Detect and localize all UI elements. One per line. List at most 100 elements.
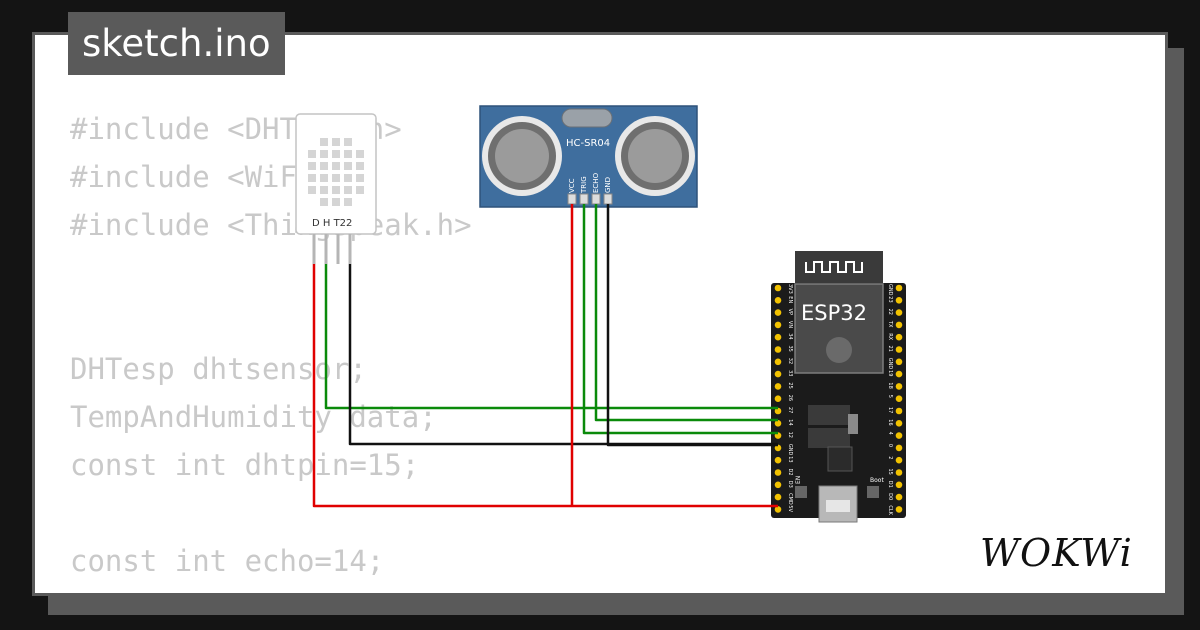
esp32-pin-label: EN — [787, 296, 793, 303]
esp32-pin[interactable] — [895, 407, 903, 415]
esp32-pin[interactable] — [774, 395, 782, 403]
esp32-pin-label: 14 — [787, 419, 793, 425]
esp32-pin[interactable] — [774, 456, 782, 464]
esp32-pin[interactable] — [895, 383, 903, 390]
esp32-pin[interactable] — [895, 333, 903, 341]
esp32-pin-label: D2 — [787, 469, 793, 476]
esp32-pin[interactable] — [774, 297, 782, 304]
wokwi-logo-text: WOKWi — [980, 531, 1133, 575]
esp32-pin[interactable] — [774, 481, 782, 489]
esp32-pin-label: 21 — [887, 346, 893, 352]
code-line: const int trig=12; — [70, 585, 472, 593]
esp32-pin-label: TX — [887, 320, 893, 328]
esp32-pin[interactable] — [774, 370, 782, 378]
antenna-trace — [805, 261, 863, 273]
esp32-pin-label: 12 — [787, 432, 793, 438]
esp32-pin-label: RX — [887, 333, 893, 340]
esp32-pin[interactable] — [774, 284, 782, 292]
esp32-pin-label: 32 — [787, 358, 793, 364]
en-label: EN — [795, 476, 802, 484]
esp32-pin-label: 5 — [887, 395, 893, 398]
esp32-pin[interactable] — [895, 395, 903, 403]
esp32-pin[interactable] — [895, 284, 903, 292]
hc-sr04-sensor[interactable]: HC-SR04 VCC TRIG ECHO GND — [479, 105, 698, 208]
esp32-pin[interactable] — [895, 481, 903, 489]
esp32-pin-label: GND — [887, 284, 893, 296]
esp32-pin[interactable] — [774, 420, 782, 427]
en-button[interactable] — [795, 486, 807, 498]
ultrasonic-pin-labels: VCC TRIG ECHO GND — [568, 172, 612, 194]
code-line: TempAndHumidity data; — [70, 400, 437, 434]
esp32-pin-label: 27 — [787, 407, 793, 413]
esp32-pin[interactable] — [895, 358, 903, 366]
esp32-pin[interactable] — [774, 407, 782, 415]
esp32-pin-label: 16 — [887, 419, 893, 425]
esp32-pin-label: VP — [787, 309, 793, 315]
esp32-pin[interactable] — [895, 309, 903, 316]
esp32-pin[interactable] — [774, 321, 782, 329]
esp32-pin[interactable] — [895, 493, 903, 501]
esp32-pin[interactable] — [774, 469, 782, 476]
esp32-pin[interactable] — [774, 493, 782, 501]
espressif-logo-icon — [826, 337, 852, 363]
esp32-pin-label: 13 — [787, 456, 793, 462]
esp32-pin-label: 35 — [787, 346, 793, 352]
esp32-pin-label: 15 — [887, 469, 893, 475]
esp32-pin[interactable] — [774, 309, 782, 316]
esp32-pin-label: 34 — [787, 333, 793, 339]
esp32-left-pin-labels: 3V3ENVPVN343532332526271412GND13D2D3CMD5… — [787, 284, 793, 513]
wire-dht-vcc-red[interactable] — [312, 264, 778, 508]
esp32-pin-label: 33 — [787, 370, 793, 376]
wire-ultrasonic-gnd-black[interactable] — [606, 204, 778, 447]
ultrasonic-label: HC-SR04 — [566, 138, 610, 149]
esp32-label: ESP32 — [801, 301, 867, 325]
esp32-pin-label: 5V — [787, 505, 793, 512]
esp32-pin-label: 2 — [887, 456, 893, 459]
wire-ultrasonic-echo-green[interactable] — [594, 204, 778, 422]
esp32-pin-label: GND — [787, 444, 793, 456]
esp32-pin[interactable] — [895, 420, 903, 427]
boot-label: Boot — [870, 477, 884, 484]
esp32-pin-label: CLK — [887, 505, 893, 515]
esp32-pin-label: 26 — [787, 395, 793, 401]
esp32-pin[interactable] — [895, 506, 903, 513]
esp32-pin-label: 19 — [887, 370, 893, 376]
esp32-pin[interactable] — [895, 370, 903, 378]
esp32-pin[interactable] — [895, 321, 903, 329]
dht-legs — [312, 234, 352, 264]
esp32-pin-label: 23 — [887, 296, 893, 302]
esp32-pin[interactable] — [895, 432, 903, 439]
esp32-pin[interactable] — [774, 346, 782, 353]
esp32-pin-label: 4 — [887, 432, 893, 435]
pin-label: VCC — [568, 178, 576, 193]
pin-label: GND — [604, 177, 612, 193]
esp32-pin[interactable] — [895, 297, 903, 304]
wire-dht-gnd-black[interactable] — [348, 264, 778, 446]
pin-label: TRIG — [580, 176, 588, 194]
esp32-pin-label: 0 — [887, 444, 893, 447]
esp32-pin-label: 3V3 — [787, 284, 793, 294]
boot-button[interactable] — [867, 486, 879, 498]
esp32-pin[interactable] — [774, 358, 782, 366]
esp32-pin[interactable] — [774, 506, 782, 513]
esp32-pin-label: 25 — [787, 382, 793, 388]
dht22-sensor[interactable]: D H T22 — [295, 113, 377, 264]
wire-dht-data-green[interactable] — [324, 264, 778, 410]
esp32-pin[interactable] — [895, 346, 903, 353]
esp32-pin-label: VN — [787, 321, 793, 328]
esp32-pin-label: 17 — [887, 407, 893, 413]
esp32-pin[interactable] — [895, 444, 903, 452]
esp32-board[interactable]: ESP32 Boot EN 3V3ENVPVN34353233252627141… — [771, 251, 906, 523]
esp32-pin[interactable] — [895, 456, 903, 464]
esp32-pin[interactable] — [774, 333, 782, 341]
wire-ultrasonic-trig-green[interactable] — [582, 204, 778, 435]
file-tab[interactable]: sketch.ino — [68, 12, 285, 75]
esp32-pin-label: 18 — [887, 382, 893, 388]
dht-vent-grid — [308, 138, 364, 206]
esp32-pin[interactable] — [774, 383, 782, 390]
esp32-pin-headers — [774, 284, 903, 513]
esp32-pin[interactable] — [895, 469, 903, 476]
esp32-pin-label: D3 — [787, 481, 793, 488]
wokwi-logo: WOKWi — [980, 531, 1133, 575]
code-line: const int echo=14; — [70, 544, 385, 578]
